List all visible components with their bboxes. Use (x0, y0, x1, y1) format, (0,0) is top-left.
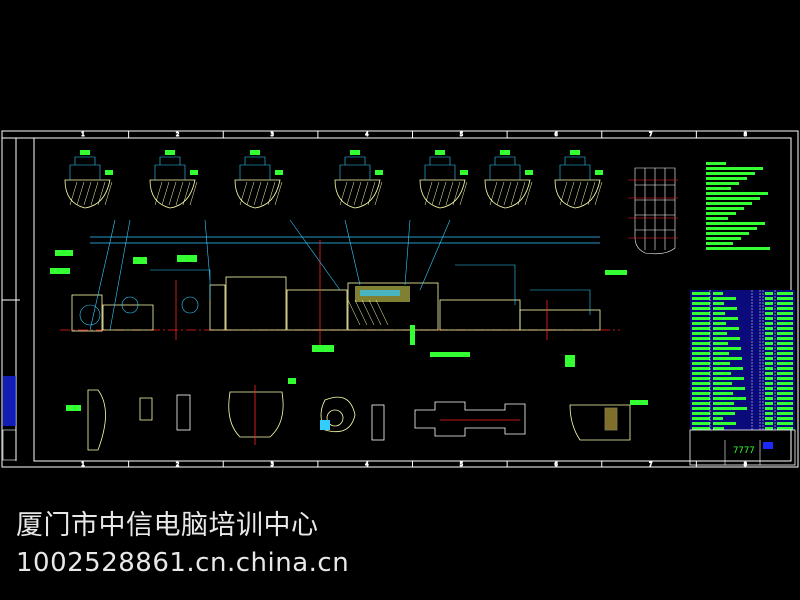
zone-label: 6 (554, 462, 557, 468)
zone-label: 1 (81, 462, 84, 468)
zone-label: 5 (460, 132, 463, 138)
zone-label: 4 (365, 462, 368, 468)
zone-label: 8 (744, 132, 747, 138)
zone-label: 2 (176, 132, 179, 138)
zone-label: 7 (649, 462, 652, 468)
section-b-grid (628, 167, 678, 255)
zone-label: 3 (271, 132, 274, 138)
zone-label: 1 (81, 132, 84, 138)
detail-view (484, 150, 533, 209)
detail-view (149, 150, 198, 209)
detail-view (64, 150, 113, 209)
detail-view (334, 150, 383, 209)
detail-view (234, 150, 283, 209)
revision-strip (2, 376, 17, 461)
zone-label: 5 (460, 462, 463, 468)
zone-label: 3 (271, 462, 274, 468)
section-views-bottom (87, 389, 631, 451)
zone-label: 6 (554, 132, 557, 138)
tech-notes (706, 162, 770, 250)
watermark-url: 1002528861.cn.china.cn (16, 548, 350, 578)
detail-view (554, 150, 603, 209)
detail-view (419, 150, 468, 209)
zone-label: 2 (176, 462, 179, 468)
title-block: 7777 (689, 429, 796, 466)
zone-label: 4 (365, 132, 368, 138)
watermark-company: 厦门市中信电脑培训中心 (16, 510, 319, 541)
detail-views-top (64, 150, 603, 209)
zone-label: 7 (649, 132, 652, 138)
parts-list-table[interactable] (690, 290, 795, 430)
main-assembly-view (50, 219, 627, 367)
drawing-number: 7777 (733, 446, 755, 456)
